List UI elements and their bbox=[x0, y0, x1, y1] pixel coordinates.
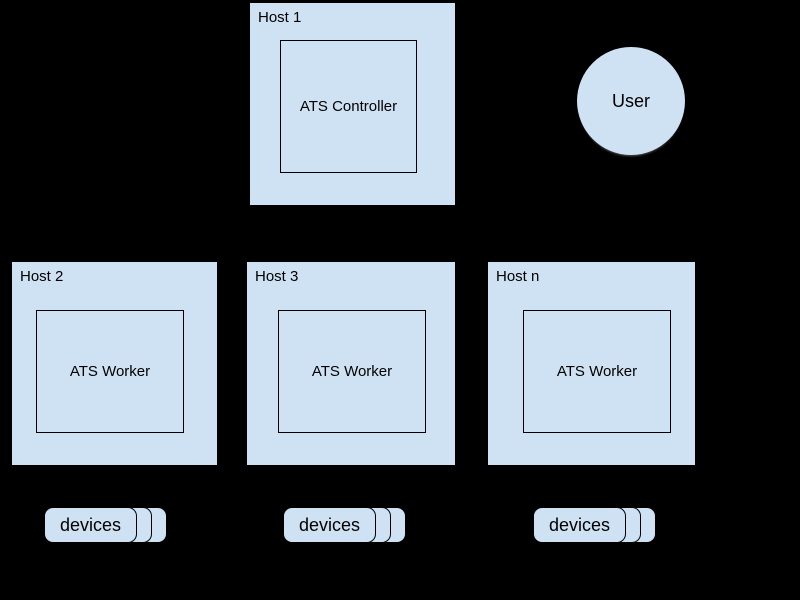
ats-worker-label: ATS Worker bbox=[556, 363, 638, 380]
devices-label: devices bbox=[59, 514, 122, 535]
host-3-label: Host 3 bbox=[255, 268, 299, 285]
host-2-node: Host 2 ATS Worker bbox=[12, 262, 217, 465]
devices-card-front: devices bbox=[283, 507, 376, 543]
devices-label: devices bbox=[548, 514, 611, 535]
host-n-node: Host n ATS Worker bbox=[488, 262, 695, 465]
devices-stack-3: devices bbox=[533, 507, 656, 543]
devices-stack-2: devices bbox=[283, 507, 406, 543]
host-1-label: Host 1 bbox=[258, 9, 302, 26]
ats-worker-label: ATS Worker bbox=[311, 363, 393, 380]
ats-worker-node: ATS Worker bbox=[278, 310, 426, 433]
host-n-label: Host n bbox=[496, 268, 540, 285]
user-node: User bbox=[577, 47, 685, 155]
host-2-label: Host 2 bbox=[20, 268, 64, 285]
ats-controller-label: ATS Controller bbox=[299, 98, 398, 115]
devices-stack-1: devices bbox=[44, 507, 167, 543]
ats-controller-node: ATS Controller bbox=[280, 40, 417, 173]
devices-card-front: devices bbox=[44, 507, 137, 543]
devices-card-front: devices bbox=[533, 507, 626, 543]
ats-worker-node: ATS Worker bbox=[523, 310, 671, 433]
host-3-node: Host 3 ATS Worker bbox=[247, 262, 455, 465]
ats-worker-node: ATS Worker bbox=[36, 310, 184, 433]
ats-worker-label: ATS Worker bbox=[69, 363, 151, 380]
host-1-node: Host 1 ATS Controller bbox=[250, 3, 455, 205]
devices-label: devices bbox=[298, 514, 361, 535]
user-label: User bbox=[611, 90, 650, 111]
